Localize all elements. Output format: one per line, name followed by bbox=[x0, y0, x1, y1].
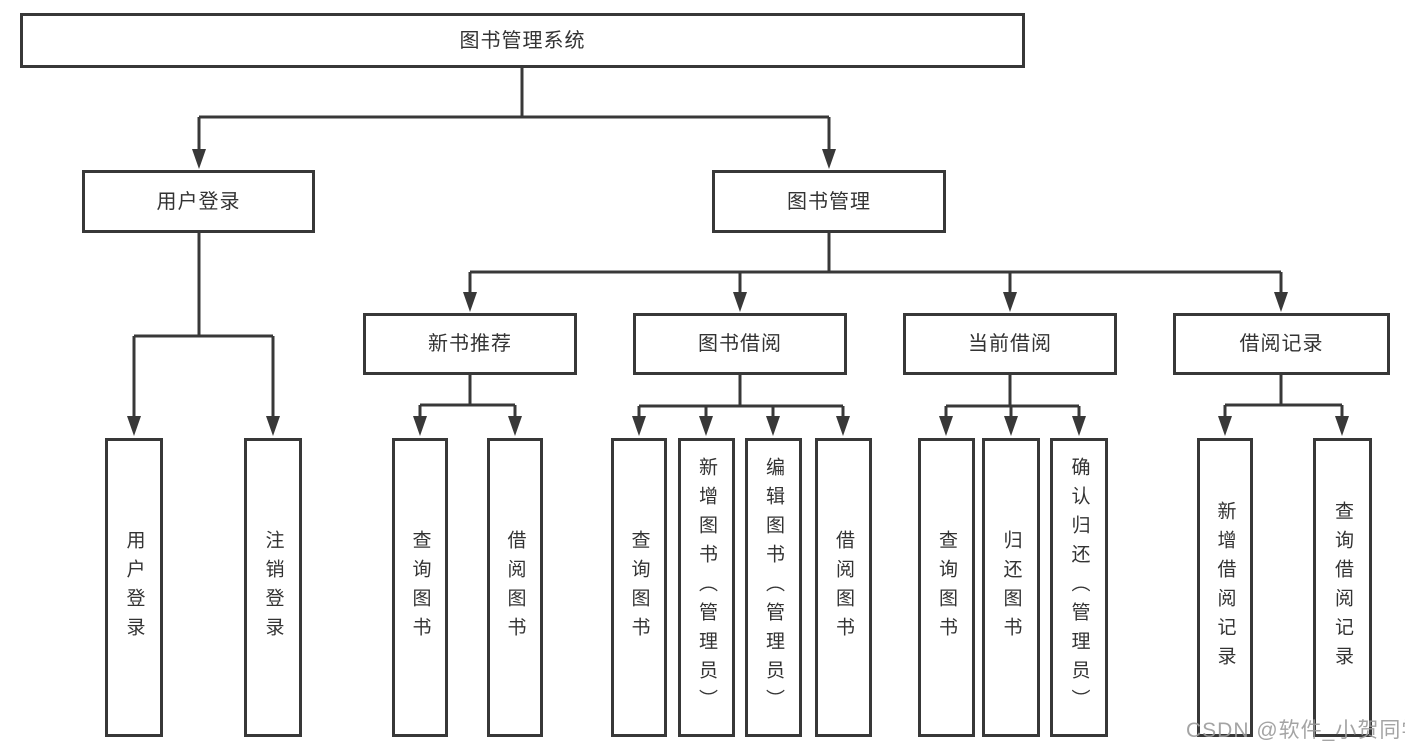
node-borrow-records: 借阅记录 bbox=[1173, 313, 1390, 375]
node-label: 新增借阅记录 bbox=[1214, 500, 1236, 675]
node-label: 当前借阅 bbox=[968, 333, 1052, 355]
leaf-edit-book-admin: 编辑图书（管理员） bbox=[745, 438, 802, 737]
leaf-logout: 注销登录 bbox=[244, 438, 302, 737]
node-label: 查询图书 bbox=[409, 529, 431, 646]
node-new-book-recommend: 新书推荐 bbox=[363, 313, 577, 375]
node-label: 新增图书（管理员） bbox=[696, 457, 717, 718]
node-label: 查询借阅记录 bbox=[1332, 500, 1353, 675]
leaf-query-borrow-record: 查询借阅记录 bbox=[1313, 438, 1372, 737]
leaf-confirm-return-admin: 确认归还（管理员） bbox=[1050, 438, 1108, 737]
node-label: 归还图书 bbox=[1000, 529, 1022, 646]
node-label: 用户登录 bbox=[123, 529, 145, 646]
node-label: 查询图书 bbox=[628, 529, 650, 646]
leaf-query-books-3: 查询图书 bbox=[918, 438, 975, 737]
leaf-borrow-books-1: 借阅图书 bbox=[487, 438, 543, 737]
node-label: 用户登录 bbox=[156, 190, 241, 213]
node-book-mgmt-branch: 图书管理 bbox=[712, 170, 946, 233]
node-label: 图书借阅 bbox=[698, 333, 782, 355]
arrowhead-icons bbox=[127, 149, 1349, 436]
node-book-borrow: 图书借阅 bbox=[633, 313, 847, 375]
node-root-system: 图书管理系统 bbox=[20, 13, 1025, 68]
node-label: 确认归还（管理员） bbox=[1068, 457, 1090, 718]
node-label: 编辑图书（管理员） bbox=[763, 457, 784, 718]
leaf-borrow-books-2: 借阅图书 bbox=[815, 438, 872, 737]
node-label: 借阅图书 bbox=[833, 529, 854, 646]
node-label: 注销登录 bbox=[262, 529, 284, 646]
leaf-user-login: 用户登录 bbox=[105, 438, 163, 737]
node-label: 新书推荐 bbox=[428, 333, 512, 355]
leaf-query-books-2: 查询图书 bbox=[611, 438, 667, 737]
node-current-borrow: 当前借阅 bbox=[903, 313, 1117, 375]
watermark: CSDN @软件_小贺同学 bbox=[1186, 719, 1405, 742]
leaf-return-book: 归还图书 bbox=[982, 438, 1040, 737]
node-user-login-branch: 用户登录 bbox=[82, 170, 315, 233]
node-label: 借阅图书 bbox=[504, 529, 526, 646]
leaf-query-books-1: 查询图书 bbox=[392, 438, 448, 737]
leaf-add-borrow-record: 新增借阅记录 bbox=[1197, 438, 1253, 737]
node-label: 查询图书 bbox=[936, 529, 957, 646]
node-label: 图书管理系统 bbox=[459, 29, 586, 52]
node-label: 图书管理 bbox=[787, 190, 871, 213]
leaf-add-book-admin: 新增图书（管理员） bbox=[678, 438, 735, 737]
node-label: 借阅记录 bbox=[1239, 333, 1324, 355]
